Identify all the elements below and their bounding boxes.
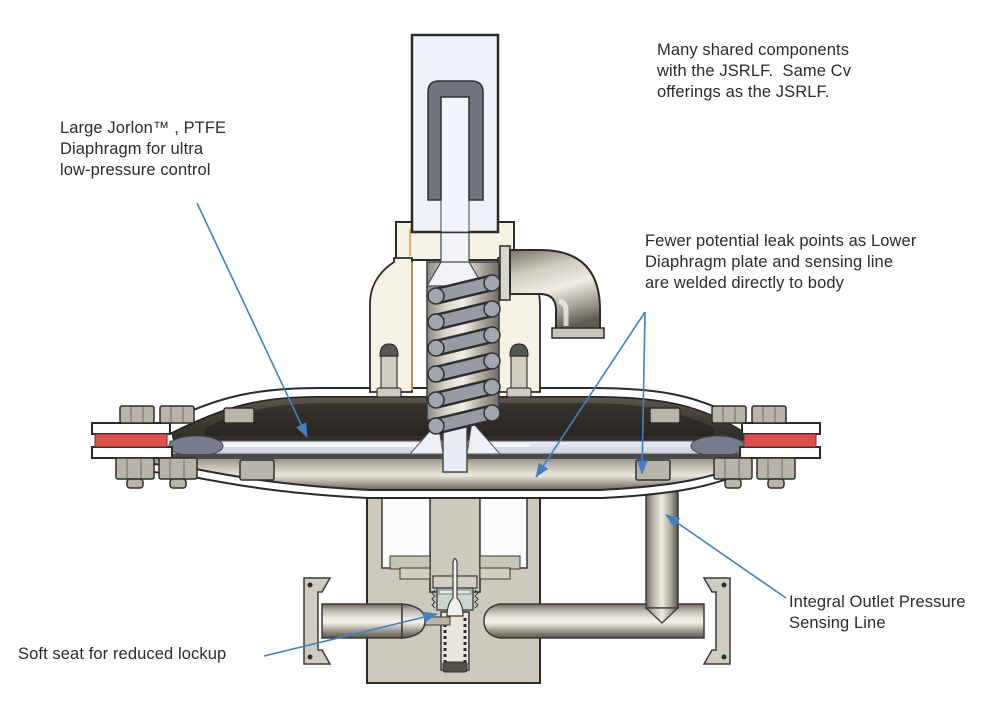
valve-plug: [446, 557, 464, 617]
arrow-diaphragm: [196, 202, 308, 438]
case-studs: [376, 343, 532, 398]
annotation-leak-points: Fewer potential leak points as Lower Dia…: [645, 232, 917, 292]
outlet-port: [483, 577, 731, 665]
arrow-leak-left: [535, 311, 646, 478]
annotation-soft-seat: Soft seat for reduced lockup: [18, 645, 227, 663]
arrow-leak-right: [636, 311, 648, 475]
spring-coils: [427, 274, 501, 435]
elbow-fitting: [499, 245, 605, 339]
flange-bolts: [115, 405, 796, 489]
annotation-sensing-line: Integral Outlet Pressure Sensing Line: [789, 593, 966, 632]
arrow-sensing-line: [665, 514, 787, 599]
spring-housing: [410, 33, 500, 234]
gasket-right: [743, 433, 817, 448]
arrow-soft-seat: [263, 611, 438, 657]
annotation-shared-components: Many shared components with the JSRLF. S…: [657, 41, 852, 101]
callout-arrows: [196, 202, 787, 657]
annotation-diaphragm: Large Jorlon™ , PTFE Diaphragm for ultra…: [60, 119, 227, 179]
housing-sleeve: [427, 80, 484, 201]
tri-clamp-ferrule-left: [303, 577, 332, 665]
sensing-line: [641, 481, 683, 624]
gasket-left: [94, 433, 168, 448]
tri-clamp-ferrule-right: [702, 577, 731, 665]
adjusting-spring: [425, 231, 501, 435]
